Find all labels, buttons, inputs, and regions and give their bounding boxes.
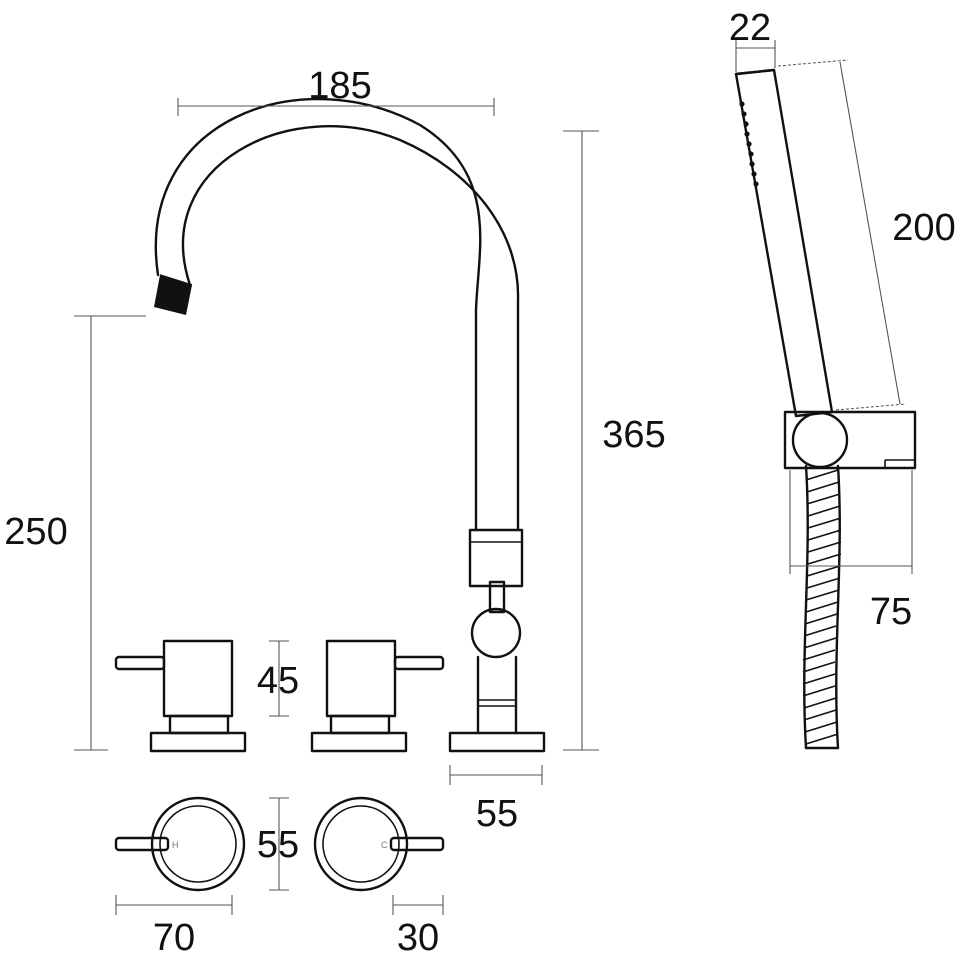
dimension-45 (269, 640, 289, 717)
dimension-365 (563, 130, 599, 751)
diverter-knob (470, 607, 522, 659)
hot-handle-elevation (114, 639, 247, 753)
bracket-swivel-ball (791, 411, 849, 469)
label-spout-base-width: 55 (476, 793, 518, 835)
label-handle-lever-span: 70 (153, 917, 195, 959)
dimension-250 (74, 315, 146, 751)
cold-handle-elevation (310, 639, 445, 753)
label-spout-outlet-height: 250 (4, 511, 67, 553)
label-handset-length: 200 (892, 207, 955, 249)
dimension-200 (777, 59, 907, 411)
spray-nozzles (739, 101, 759, 187)
hot-marking: H (172, 840, 179, 850)
dimension-185 (177, 98, 495, 116)
shower-handset (734, 68, 834, 418)
dimension-70 (115, 895, 233, 915)
spout-outlet-tip (154, 275, 192, 315)
dimension-22 (735, 40, 776, 72)
label-spout-reach: 185 (308, 65, 371, 107)
cold-marking: C (381, 840, 388, 850)
wall-bracket (783, 410, 917, 470)
cold-handle-top-view: C (313, 796, 445, 892)
dimension-30 (392, 895, 444, 915)
label-handle-height: 45 (257, 660, 299, 702)
label-overall-height: 365 (602, 414, 665, 456)
dimension-75 (789, 470, 913, 574)
dimension-55-top (269, 797, 289, 891)
label-bracket-width: 75 (870, 591, 912, 633)
spout-base-plate (448, 731, 546, 753)
dimension-55-base (449, 765, 543, 785)
hot-handle-top-view: H (114, 796, 246, 892)
gooseneck-spout (154, 97, 520, 532)
label-handle-top-diameter: 55 (257, 824, 299, 866)
label-lever-offset: 30 (397, 917, 439, 959)
shower-hose (802, 464, 842, 750)
label-handset-head-width: 22 (729, 7, 771, 49)
spout-body (448, 528, 546, 753)
